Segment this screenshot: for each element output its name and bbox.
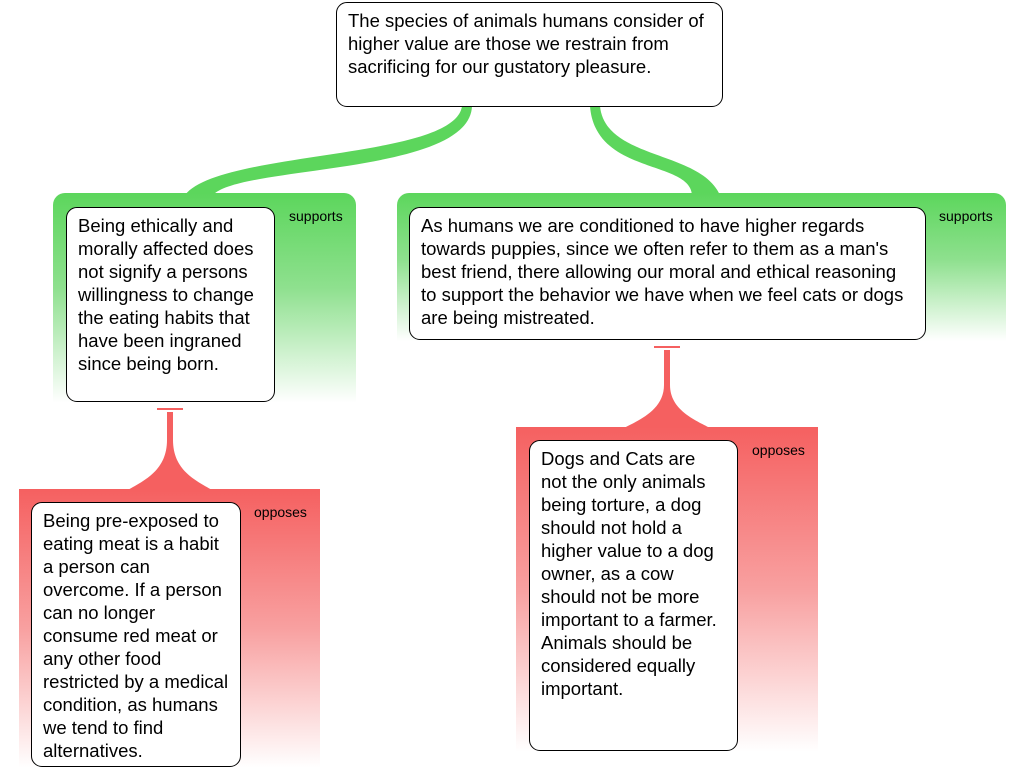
relation-label-support-left: supports <box>289 208 343 224</box>
claim-node-oppose-left[interactable]: Being pre-exposed to eating meat is a ha… <box>31 502 241 767</box>
relation-label-support-right: supports <box>939 208 993 224</box>
claim-node-oppose-right[interactable]: Dogs and Cats are not the only animals b… <box>529 440 738 751</box>
claim-node-support-left[interactable]: Being ethically and morally affected doe… <box>66 207 275 402</box>
support-connector-right <box>590 106 720 195</box>
oppose-stub-left <box>157 408 183 410</box>
oppose-connector-left <box>128 412 212 490</box>
claim-node-support-right[interactable]: As humans we are conditioned to have hig… <box>409 207 926 340</box>
root-claim-node[interactable]: The species of animals humans consider o… <box>336 2 723 107</box>
oppose-stub-right <box>654 346 680 348</box>
support-connector-left <box>185 106 472 195</box>
relation-label-oppose-left: opposes <box>254 504 307 520</box>
oppose-connector-right <box>624 350 710 428</box>
relation-label-oppose-right: opposes <box>752 442 805 458</box>
